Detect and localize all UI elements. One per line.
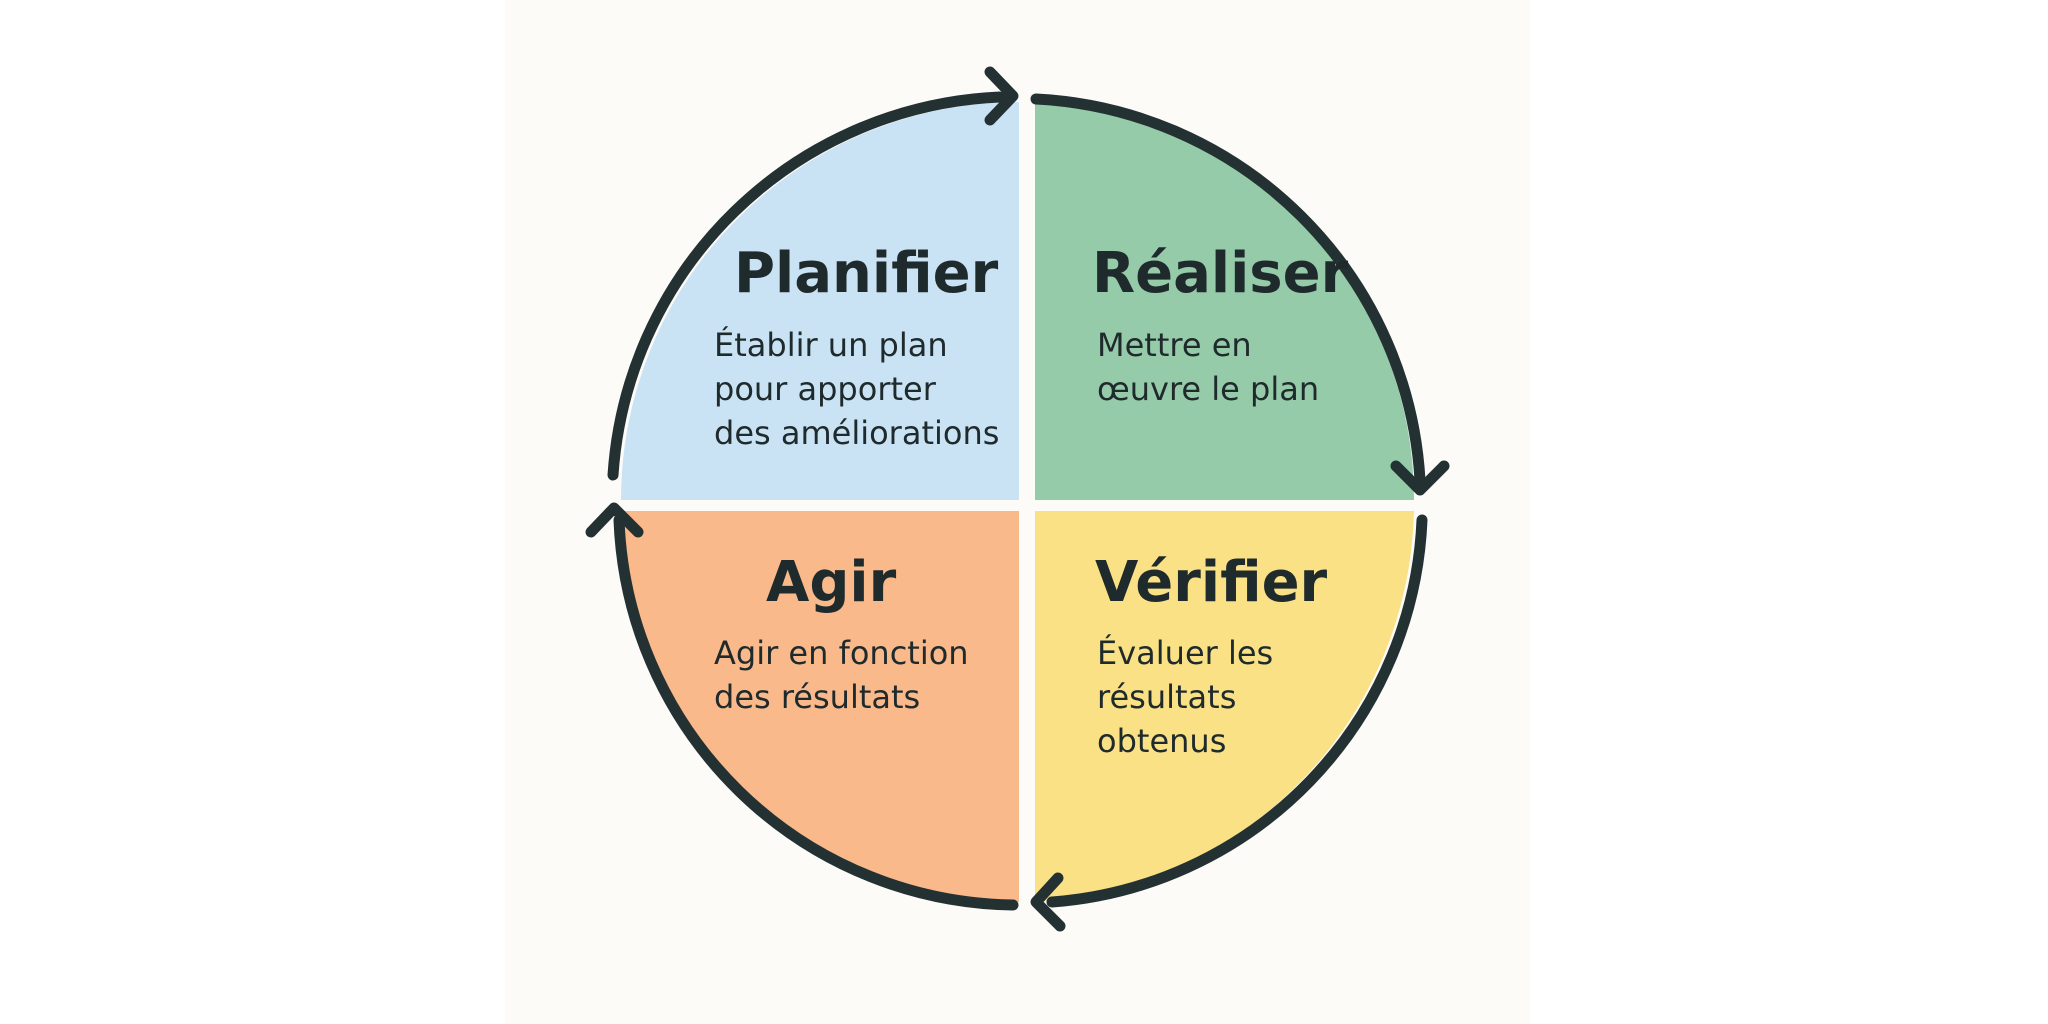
agir-desc-line-2: des résultats <box>714 678 920 716</box>
realiser-desc-line-2: œuvre le plan <box>1097 370 1319 408</box>
verifier-desc-line-3: obtenus <box>1097 722 1226 760</box>
ring-arc-top-left <box>607 91 1006 481</box>
quadrant-planifier <box>621 102 1019 500</box>
planifier-desc-line-2: pour apporter <box>714 370 937 408</box>
planifier-desc-line-3: des améliorations <box>714 414 999 452</box>
agir-desc-line-1: Agir en fonction <box>714 634 969 672</box>
arrow-right-icon <box>984 66 1019 126</box>
quadrant-agir <box>621 511 1019 903</box>
verifier-desc-line-2: résultats <box>1097 678 1236 716</box>
arrow-left-icon <box>1030 872 1066 932</box>
realiser-title: Réaliser <box>1092 241 1349 306</box>
arrow-down-icon <box>1390 460 1450 496</box>
quadrant-verifier <box>1035 511 1414 902</box>
quadrant-realiser <box>1035 102 1415 500</box>
agir-title: Agir <box>766 550 897 615</box>
realiser-desc-line-1: Mettre en <box>1097 326 1252 364</box>
planifier-desc-line-1: Établir un plan <box>714 326 948 364</box>
verifier-title: Vérifier <box>1095 550 1328 615</box>
verifier-desc-line-1: Évaluer les <box>1097 634 1273 672</box>
ring-arc-bottom-left <box>613 514 1019 911</box>
planifier-title: Planifier <box>734 241 999 306</box>
ring-arc-bottom-right <box>1046 514 1428 908</box>
ring-arc-top-right <box>1030 93 1426 486</box>
arrow-up-icon <box>585 502 644 538</box>
